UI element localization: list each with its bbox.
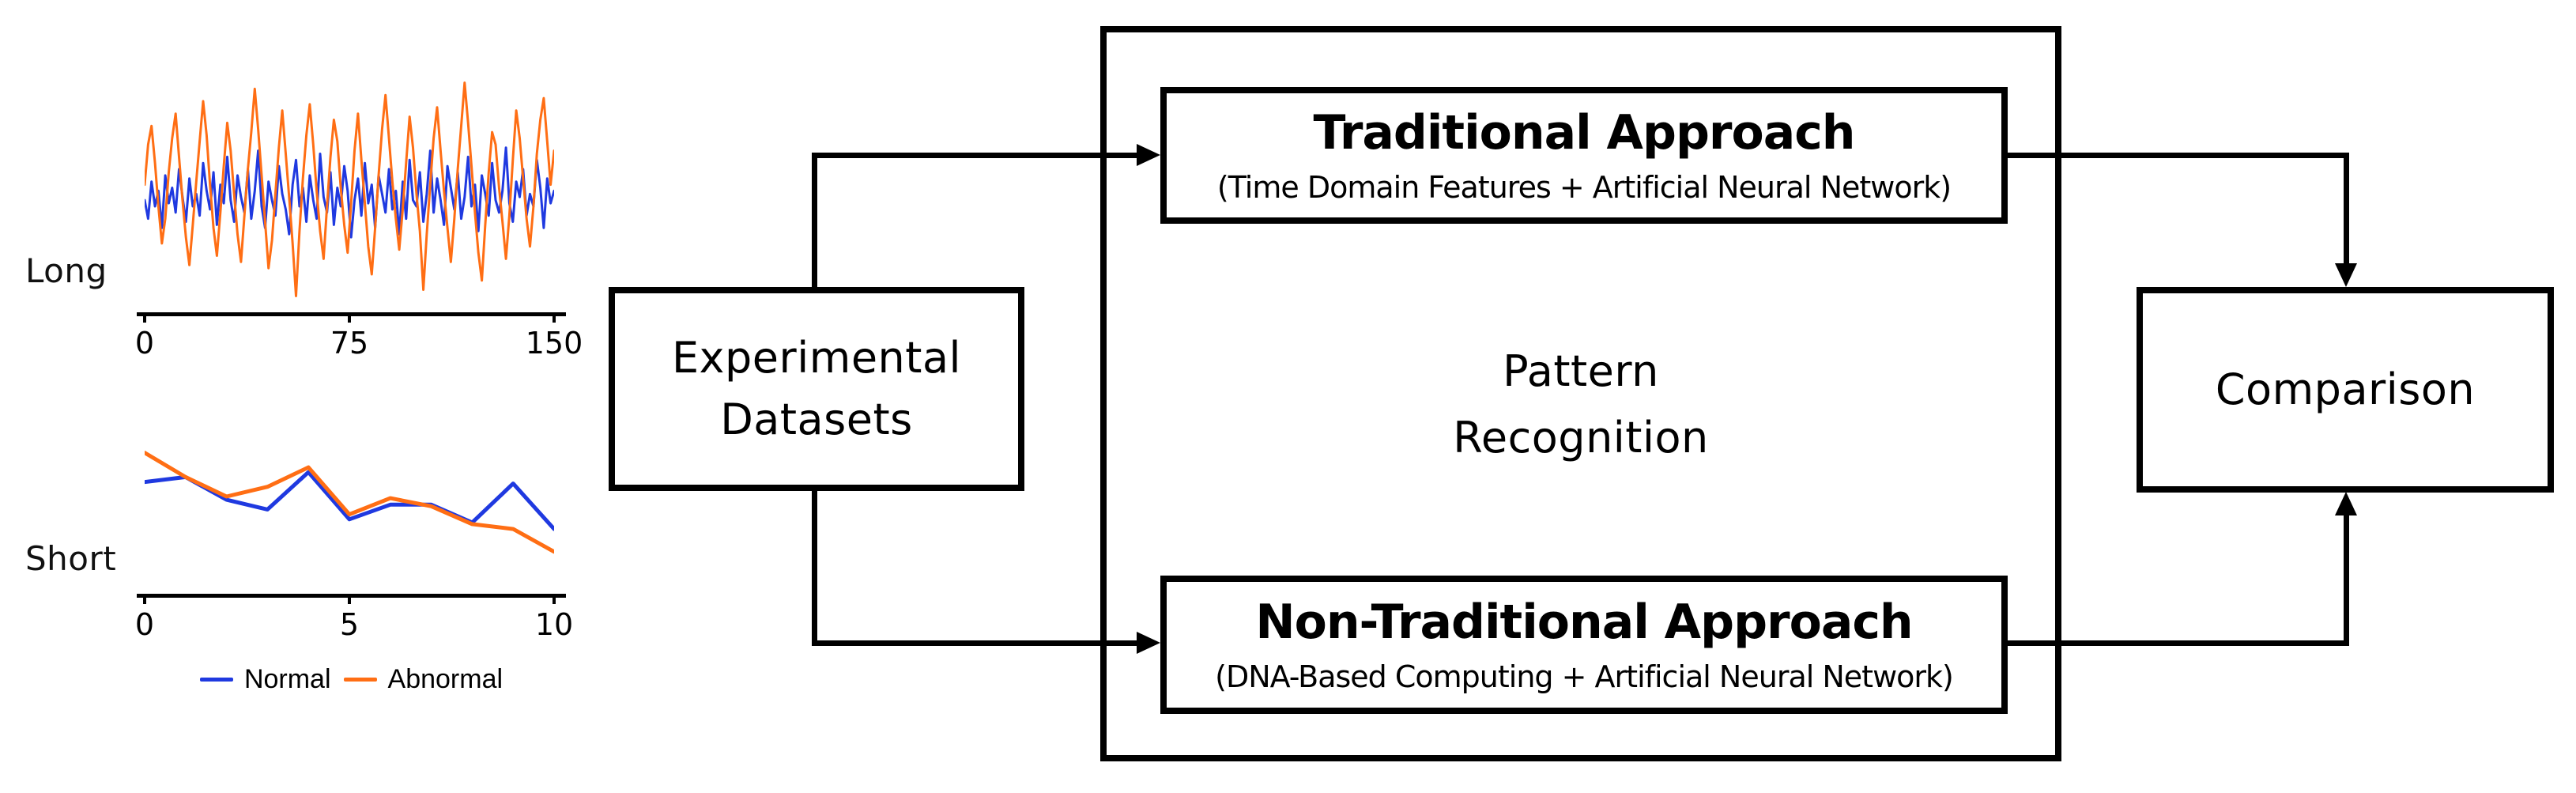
long-chart-x-axis <box>137 312 566 316</box>
experimental-datasets-box: Experimental Datasets <box>609 287 1024 491</box>
short-chart-x-axis <box>137 594 566 598</box>
pattern-recognition-line1: Pattern <box>1503 346 1659 396</box>
connector-traditional-out <box>2008 153 2349 158</box>
connector-nontraditional-out <box>2008 640 2349 646</box>
connector-exp-to-traditional <box>812 153 1141 158</box>
arrowhead-into-comparison-top <box>2335 263 2357 287</box>
non-traditional-approach-box: Non-Traditional Approach (DNA-Based Comp… <box>1160 576 2008 714</box>
traditional-approach-box: Traditional Approach (Time Domain Featur… <box>1160 87 2008 224</box>
long-chart-label: Long <box>25 251 107 290</box>
arrowhead-into-traditional <box>1137 144 1160 166</box>
connector-exp-up-vertical <box>812 153 817 289</box>
long-tick-label-0: 0 <box>134 326 155 361</box>
connector-down-to-comparison <box>2344 153 2349 265</box>
short-tick-label-10: 10 <box>534 607 574 642</box>
abnormal-line-swatch <box>343 678 377 682</box>
traditional-approach-subtitle: (Time Domain Features + Artificial Neura… <box>1216 169 1952 205</box>
long-chart-plot <box>145 81 554 297</box>
comparison-title: Comparison <box>2215 364 2476 414</box>
short-axis-tick-10 <box>553 594 556 604</box>
traditional-approach-title: Traditional Approach <box>1313 104 1856 160</box>
non-traditional-approach-title: Non-Traditional Approach <box>1255 594 1913 650</box>
non-traditional-approach-subtitle: (DNA-Based Computing + Artificial Neural… <box>1215 659 1954 694</box>
short-tick-label-0: 0 <box>134 607 155 642</box>
normal-line-swatch <box>199 678 233 682</box>
legend-item-normal: Normal <box>199 664 331 695</box>
arrowhead-into-nontraditional <box>1137 632 1160 654</box>
connector-exp-to-nontraditional <box>812 640 1141 646</box>
experimental-datasets-line1: Experimental <box>671 332 962 383</box>
legend-item-abnormal: Abnormal <box>343 664 504 695</box>
experimental-datasets-line2: Datasets <box>720 395 913 444</box>
pattern-recognition-label: Pattern Recognition <box>1100 338 2061 470</box>
short-tick-label-5: 5 <box>339 607 360 642</box>
short-chart-label: Short <box>25 539 117 578</box>
long-tick-label-75: 75 <box>330 326 369 361</box>
short-axis-tick-0 <box>143 594 146 604</box>
legend-label-abnormal: Abnormal <box>387 664 504 694</box>
pattern-recognition-line2: Recognition <box>1453 412 1709 463</box>
short-axis-tick-5 <box>348 594 351 604</box>
long-tick-label-150: 150 <box>525 326 583 361</box>
comparison-box: Comparison <box>2137 287 2554 493</box>
long-axis-tick-150 <box>553 312 556 323</box>
long-axis-tick-75 <box>348 312 351 323</box>
connector-up-to-comparison <box>2344 514 2349 646</box>
legend-label-normal: Normal <box>243 664 331 694</box>
chart-legend: Normal Abnormal <box>137 664 566 695</box>
arrowhead-into-comparison-bottom <box>2335 492 2357 515</box>
short-chart-plot <box>145 451 554 554</box>
connector-exp-down-vertical <box>812 490 817 646</box>
long-axis-tick-0 <box>143 312 146 323</box>
